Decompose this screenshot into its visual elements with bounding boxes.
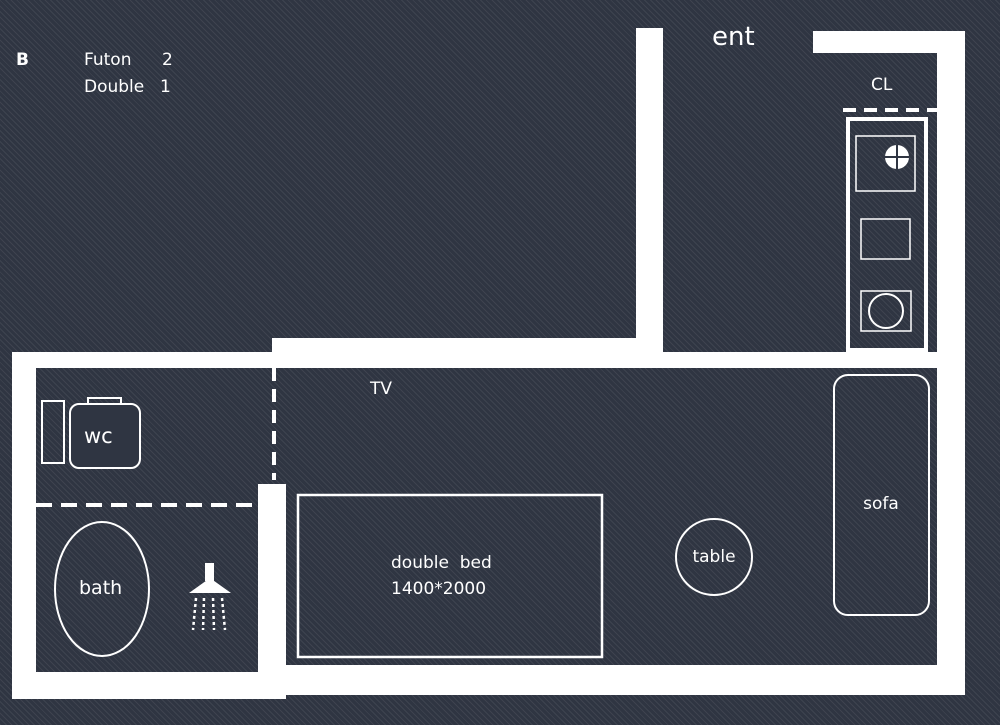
burner-icon (885, 145, 909, 169)
bed-label: double bed (391, 553, 492, 573)
entrance-label: ent (712, 22, 755, 52)
unit-letter: B (16, 50, 29, 70)
bath-label: bath (79, 577, 122, 599)
sink-box (860, 290, 912, 332)
shower-icon (189, 563, 231, 631)
stove-box (855, 135, 916, 192)
tv-label: TV (369, 379, 392, 399)
bathtub (54, 521, 150, 657)
counter-box (860, 218, 911, 260)
bed-type-double: Double (84, 77, 144, 97)
sofa (833, 374, 930, 616)
bed-count-double: 1 (160, 77, 171, 97)
kitchen-counter (846, 117, 928, 352)
table (675, 518, 753, 596)
dashed-partitions (36, 108, 937, 507)
sofa-label: sofa (863, 494, 899, 514)
bed-count-futon: 2 (162, 50, 173, 70)
closet-label: CL (871, 75, 893, 95)
bed-type-futon: Futon (84, 50, 131, 70)
double-bed (296, 493, 604, 659)
walls (12, 28, 965, 699)
table-label: table (692, 547, 735, 567)
wc-toilet (69, 403, 141, 469)
wc-label: wc (84, 424, 113, 448)
sink-basin-icon (868, 293, 904, 329)
wc-tank (41, 400, 65, 464)
bed-size-label: 1400*2000 (391, 579, 486, 599)
